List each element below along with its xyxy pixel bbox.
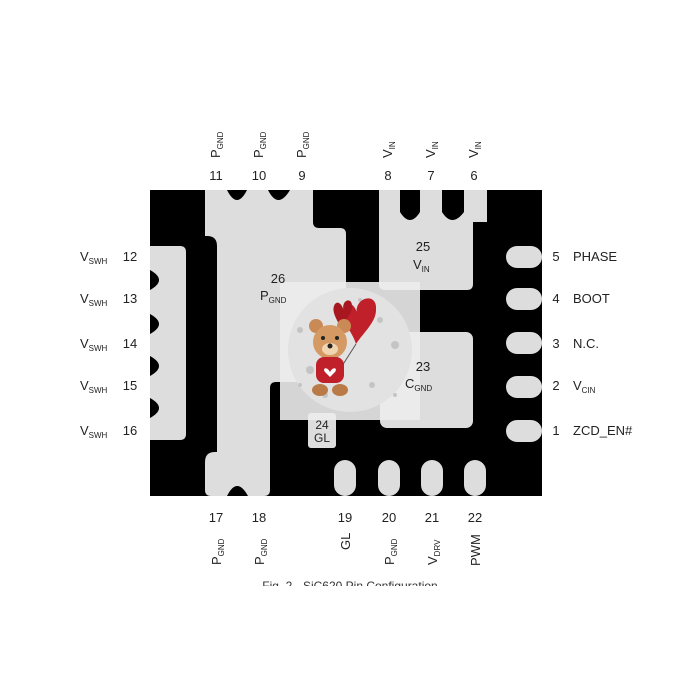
pin-4-pad	[506, 288, 542, 310]
pad-25-number: 25	[416, 239, 430, 254]
pin-9-number: 9	[298, 168, 305, 183]
pin-10-name: PGND	[251, 131, 268, 158]
right-pins	[506, 246, 542, 442]
pad-26-name: PGND	[260, 288, 287, 305]
teddy-bear-sticker	[280, 282, 420, 420]
pin-10-number: 10	[252, 168, 266, 183]
pin-21-number: 21	[425, 510, 439, 525]
pin-20-number: 20	[382, 510, 396, 525]
pin-19-number: 19	[338, 510, 352, 525]
pin-20-name: PGND	[382, 538, 399, 565]
pin-21-pad	[421, 460, 443, 496]
pin-2-pad	[506, 376, 542, 398]
pin-19-pad	[334, 460, 356, 496]
pad-23-name: CGND	[405, 376, 432, 393]
pin-16-name: VSWH	[80, 423, 108, 440]
pin-14-name: VSWH	[80, 336, 108, 353]
pin-20-pad	[378, 460, 400, 496]
pad-26-number: 26	[271, 271, 285, 286]
pin-1-name: ZCD_EN#	[573, 423, 633, 438]
pin-22-pad	[464, 460, 486, 496]
left-pin-labels: VSWH 12 VSWH 13 VSWH 14 VSWH 15 VSWH 16	[80, 249, 137, 440]
pin-6-name: VIN	[466, 141, 483, 158]
pin-21-name: VDRV	[425, 539, 442, 565]
figure-caption: Fig. 2 - SiC620 Pin Configuration	[262, 579, 438, 586]
pin-18-number: 18	[252, 510, 266, 525]
top-pin-labels: 11 10 9 8 7 6 PGND PGND PGND VIN VIN VIN	[208, 131, 483, 183]
pad-23-number: 23	[416, 359, 430, 374]
right-pin-labels: 5 PHASE 4 BOOT 3 N.C. 2 VCIN 1 ZCD_EN#	[552, 249, 633, 438]
pin-13-number: 13	[123, 291, 137, 306]
pad-26-pgnd	[205, 190, 346, 496]
pin-13-name: VSWH	[80, 291, 108, 308]
pin-5-name: PHASE	[573, 249, 617, 264]
pin-11-number: 11	[209, 168, 223, 183]
pin-4-number: 4	[552, 291, 559, 306]
pin-1-number: 1	[552, 423, 559, 438]
pin-17-name: PGND	[209, 538, 226, 565]
pin-15-name: VSWH	[80, 378, 108, 395]
pad-24-name: GL	[314, 431, 330, 445]
teddy-bear-icon	[309, 319, 351, 396]
pin-22-name: PWM	[468, 534, 483, 566]
pin-11-name: PGND	[208, 131, 225, 158]
pin-3-name: N.C.	[573, 336, 599, 351]
pin-7-name: VIN	[423, 141, 440, 158]
bottom-pin-labels: 17 18 19 20 21 22 PGND PGND GL PGND VDRV…	[209, 510, 483, 566]
pin-1-pad	[506, 420, 542, 442]
pin-5-number: 5	[552, 249, 559, 264]
pin-14-number: 14	[123, 336, 137, 351]
pad-25-name: VIN	[413, 257, 430, 274]
pin-5-pad	[506, 246, 542, 268]
pin-9-name: PGND	[294, 131, 311, 158]
pad-24-gl	[308, 413, 336, 448]
pin-3-number: 3	[552, 336, 559, 351]
pad-24-number: 24	[315, 418, 329, 432]
pin-3-pad	[506, 332, 542, 354]
pin-17-number: 17	[209, 510, 223, 525]
pin-2-number: 2	[552, 378, 559, 393]
pin-8-name: VIN	[380, 141, 397, 158]
pin-2-name: VCIN	[573, 378, 596, 395]
pin-22-number: 22	[468, 510, 482, 525]
pin-18-name: PGND	[252, 538, 269, 565]
pin-6-number: 6	[470, 168, 477, 183]
bottom-pins	[334, 460, 486, 496]
pin-12-name: VSWH	[80, 249, 108, 266]
vswh-comb	[150, 246, 186, 440]
pad-labels: 26 PGND 25 VIN 23 CGND 24 GL	[260, 239, 432, 445]
pin-15-number: 15	[123, 378, 137, 393]
pin-19-name: GL	[338, 533, 353, 550]
pin-16-number: 16	[123, 423, 137, 438]
pin-7-number: 7	[427, 168, 434, 183]
pin-8-number: 8	[384, 168, 391, 183]
pin-12-number: 12	[123, 249, 137, 264]
pad-25-vin	[379, 190, 487, 290]
pin-4-name: BOOT	[573, 291, 610, 306]
heart-balloon-small-icon	[333, 300, 352, 326]
